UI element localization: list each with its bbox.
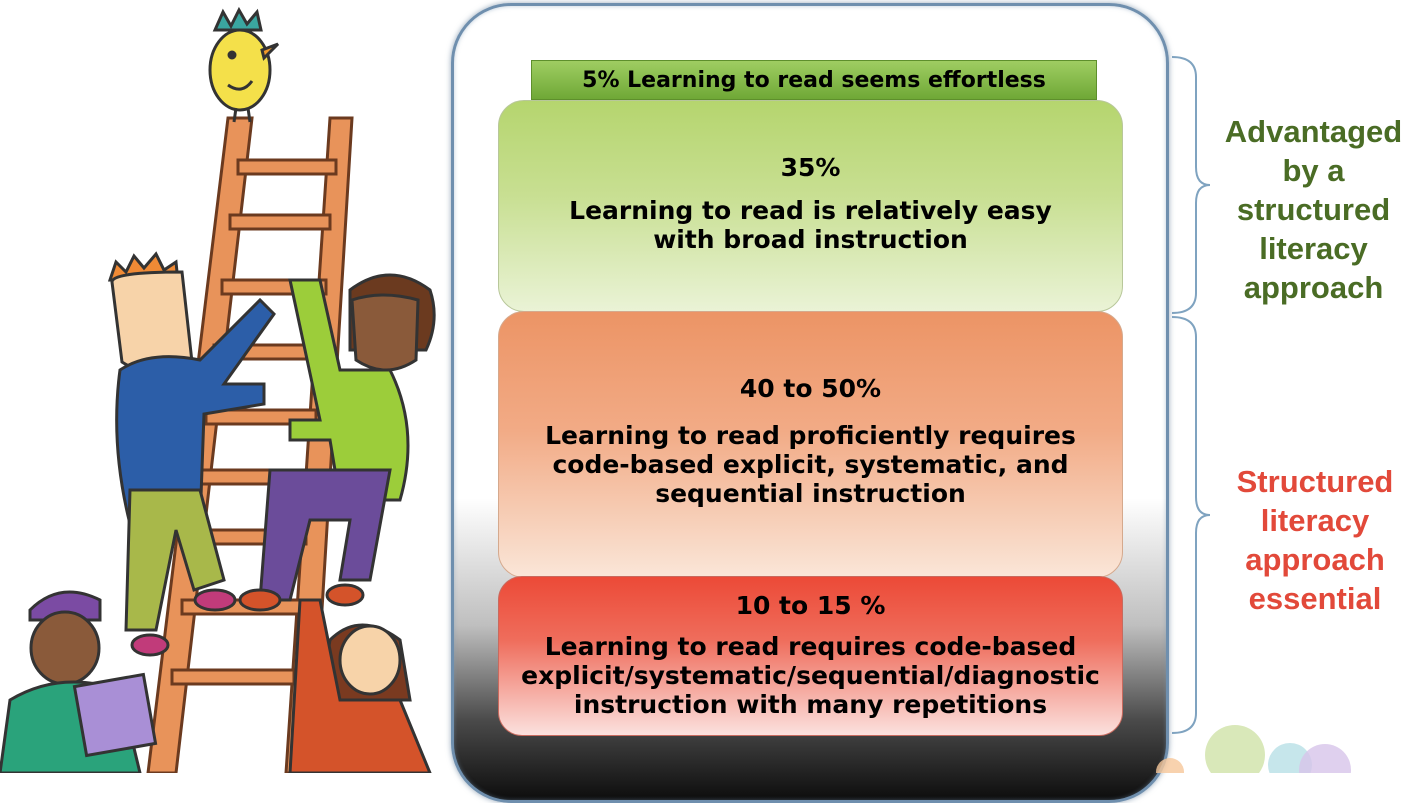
climber-green-icon [238,273,436,612]
tier-40-50-percent: 40 to 50% Learning to read proficiently … [498,311,1123,578]
kid-with-book-icon [0,590,158,773]
tier-10-pct: 10 to 15 % [735,591,886,620]
bird-icon [208,6,280,123]
label-advantaged-line: literacy [1259,231,1368,266]
climber-blue-icon [107,251,276,657]
ladder-climbers-illustration [0,6,436,773]
tier-35-percent: 35% Learning to read is relatively easy … [498,100,1123,312]
label-advantaged-line: Advantaged [1224,114,1403,149]
tier-5-percent: 5% Learning to read seems effortless [531,60,1097,100]
label-essential-line: Structured [1236,464,1394,499]
label-essential-line: approach [1245,542,1385,577]
label-advantaged-line: by a [1282,153,1345,188]
tier-40-desc: Learning to read proficiently requires c… [545,421,1076,508]
tier-10-15-percent: 10 to 15 % Learning to read requires cod… [498,576,1123,736]
tier-10-desc: Learning to read requires code-based exp… [521,632,1100,719]
label-essential-line: literacy [1260,503,1370,538]
label-advantaged-line: structured [1236,192,1391,227]
tier-35-desc: Learning to read is relatively easy with… [569,196,1052,254]
label-advantaged: Advantaged by a structured literacy appr… [1200,112,1427,307]
label-essential-line: essential [1248,581,1382,616]
tier-35-pct: 35% [780,153,841,182]
decorative-circles-icon [1156,725,1351,773]
label-advantaged-line: approach [1243,270,1384,305]
tier-5-text: 5% Learning to read seems effortless [582,68,1046,93]
tier-40-pct: 40 to 50% [739,374,882,403]
kid-waving-icon [288,598,432,773]
label-essential: Structured literacy approach essential [1210,462,1420,618]
brace-icon [1171,56,1210,734]
